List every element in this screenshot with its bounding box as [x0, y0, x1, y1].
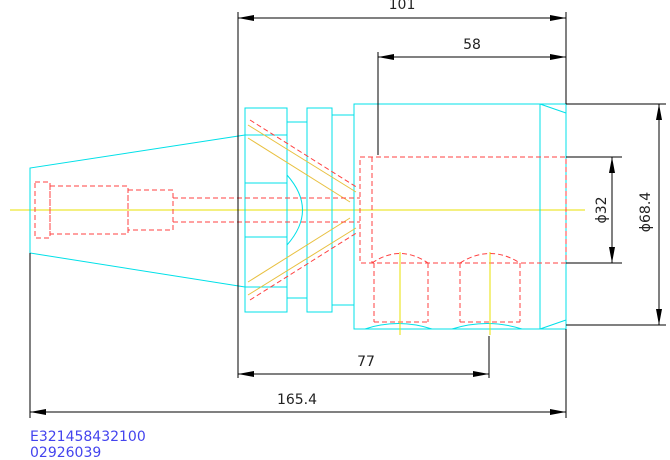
dimension-101-label: 101 [389, 0, 416, 13]
coolant-channels [247, 119, 359, 301]
dimension-58: 58 [378, 37, 566, 60]
dimension-diameter-32: ϕ32 [594, 157, 615, 263]
dimension-77: 77 [238, 354, 489, 377]
flange-outline [244, 107, 355, 313]
taper-shank-outline [29, 134, 246, 288]
dimension-diameter-68-4-label: ϕ68.4 [638, 192, 654, 233]
dimension-165-4-label: 165.4 [277, 392, 317, 408]
dimension-101: 101 [238, 0, 566, 21]
dimension-58-label: 58 [463, 37, 481, 53]
extension-lines [29, 12, 666, 418]
dimension-165-4: 165.4 [30, 392, 566, 415]
hidden-bore-geometry [34, 156, 567, 335]
part-code-line-2: 02926039 [30, 445, 101, 460]
dimension-diameter-32-label: ϕ32 [594, 196, 610, 223]
part-code-line-1: E321458432100 [30, 429, 146, 445]
dimension-diameter-68-4: ϕ68.4 [638, 104, 662, 325]
dimension-77-label: 77 [357, 354, 375, 370]
